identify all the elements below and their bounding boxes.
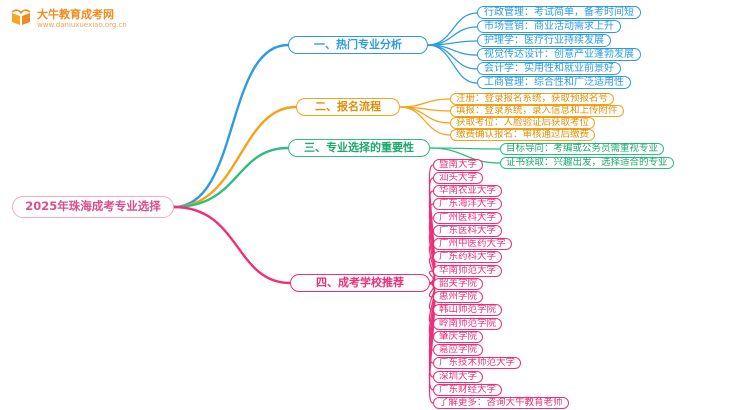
process-step-node[interactable]: 获取考位：人脸验证后获取考位: [450, 117, 596, 129]
school-node[interactable]: 华南师范大学: [433, 265, 503, 277]
school-node[interactable]: 广东技术师范大学: [433, 357, 522, 369]
school-node[interactable]: 韩山师范学院: [433, 304, 503, 316]
school-node[interactable]: 汕头大学: [433, 172, 484, 184]
major-analysis-node[interactable]: 行政管理：考试简单，备考时间短: [477, 6, 641, 19]
school-node[interactable]: 广东财经大学: [433, 384, 503, 396]
importance-point-node[interactable]: 证书获取：兴趣出发，选择适合的专业: [500, 157, 674, 169]
school-node[interactable]: 广州中医药大学: [433, 238, 512, 250]
major-analysis-node[interactable]: 市场营销：商业活动需求上升: [477, 20, 621, 33]
process-step-node[interactable]: 填报：登录系统，录入信息和上传附件: [450, 105, 624, 117]
school-node[interactable]: 广州医科大学: [433, 212, 503, 224]
major-analysis-node[interactable]: 护理学：医疗行业持续发展: [477, 34, 611, 47]
logo-url: www.daniuxuexiao.org.cn: [37, 21, 127, 29]
branch-major-importance[interactable]: 三、专业选择的重要性: [288, 139, 430, 157]
importance-point-node[interactable]: 目标导向：考编或公务员需重视专业: [500, 143, 665, 155]
school-node[interactable]: 深圳大学: [433, 371, 484, 383]
school-node[interactable]: 暨南大学: [433, 159, 484, 171]
school-node[interactable]: 肇庆学院: [433, 331, 484, 343]
connector-group-hot-majors: [427, 12, 478, 84]
school-node[interactable]: 广东药科大学: [433, 251, 503, 263]
school-node[interactable]: 华南农业大学: [433, 185, 503, 197]
branch-registration-process[interactable]: 二、报名流程: [296, 98, 400, 116]
root-node[interactable]: 2025年珠海成考专业选择: [12, 196, 174, 218]
branch-school-recommendations[interactable]: 四、成考学校推荐: [290, 274, 430, 292]
connector-group-registration: [399, 98, 451, 136]
school-node[interactable]: 广东医科大学: [433, 225, 503, 237]
school-node[interactable]: 嘉应学院: [433, 344, 484, 356]
branch-hot-majors[interactable]: 一、热门专业分析: [288, 36, 428, 54]
school-node[interactable]: 了解更多：咨询大牛教育老师: [433, 397, 569, 409]
school-node[interactable]: 广东海洋大学: [433, 198, 503, 210]
logo-text-block: 大牛教育成考网 www.daniuxuexiao.org.cn: [37, 8, 127, 30]
major-analysis-node[interactable]: 会计学：实用性和就业前景好: [477, 62, 621, 75]
process-step-node[interactable]: 缴费确认报名：审核通过后缴费: [450, 129, 596, 141]
major-analysis-node[interactable]: 工商管理：综合性和广泛适用性: [477, 76, 631, 89]
logo-book-icon: [11, 9, 31, 25]
major-analysis-node[interactable]: 视觉传达设计：创意产业蓬勃发展: [477, 48, 641, 61]
school-node[interactable]: 岭南师范学院: [433, 318, 503, 330]
school-node[interactable]: 韶关学院: [433, 278, 484, 290]
site-logo[interactable]: 大牛教育成考网 www.daniuxuexiao.org.cn: [10, 8, 127, 30]
connector-group-importance: [429, 147, 501, 164]
logo-title: 大牛教育成考网: [37, 8, 114, 21]
trunk-connectors: [172, 43, 298, 285]
process-step-node[interactable]: 注册：登录报名系统，获取预报名号: [450, 93, 615, 105]
school-node[interactable]: 惠州学院: [433, 291, 484, 303]
